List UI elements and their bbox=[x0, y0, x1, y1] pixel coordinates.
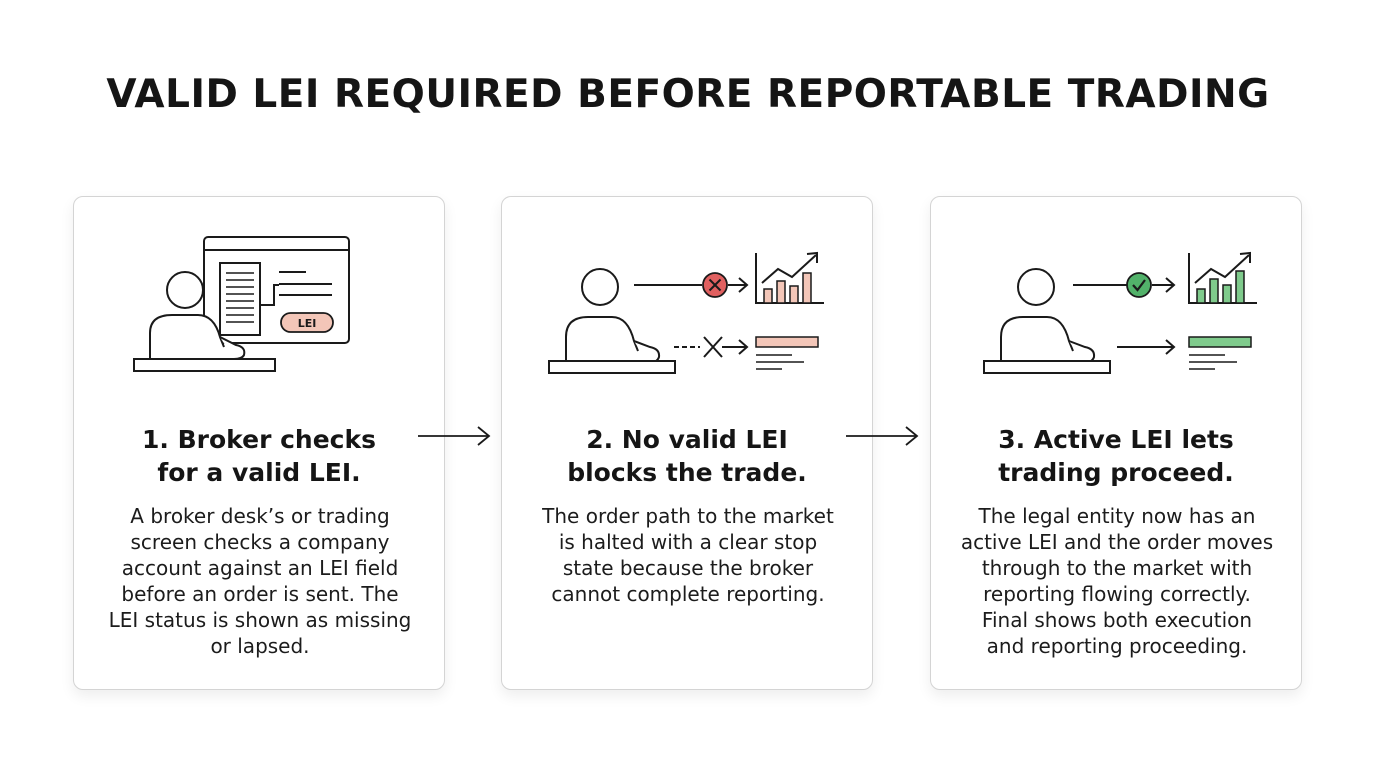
check-circle-icon bbox=[1126, 272, 1152, 298]
step-card-2: 2. No valid LEI blocks the trade. The or… bbox=[501, 196, 873, 690]
desk-icon bbox=[548, 360, 676, 374]
step-3-description: The legal entity now has an active LEI a… bbox=[960, 504, 1274, 658]
lei-badge-icon: LEI bbox=[280, 312, 334, 333]
page-title: VALID LEI REQUIRED BEFORE REPORTABLE TRA… bbox=[106, 72, 1270, 117]
person-icon bbox=[1000, 268, 1096, 364]
bar-chart-icon bbox=[755, 251, 824, 304]
bar-chart-icon bbox=[1188, 251, 1257, 304]
desk-icon bbox=[133, 358, 276, 372]
error-circle-icon bbox=[702, 272, 728, 298]
arrow-right-icon bbox=[1117, 339, 1176, 355]
desk-icon bbox=[983, 360, 1111, 374]
flow-arrow-icon bbox=[418, 426, 491, 446]
flow-arrow-icon bbox=[846, 426, 919, 446]
blocked-arrow-icon bbox=[674, 336, 749, 358]
trading-proceeds-illustration bbox=[983, 251, 1257, 374]
report-lines-icon bbox=[1188, 336, 1252, 370]
step-card-3: 3. Active LEI lets trading proceed. The … bbox=[930, 196, 1302, 690]
step-1-description: A broker desk’s or trading screen checks… bbox=[108, 504, 412, 658]
step-1-title: 1. Broker checks for a valid LEI. bbox=[142, 425, 376, 487]
broker-check-illustration: LEI bbox=[133, 236, 350, 372]
blocked-trade-illustration bbox=[548, 251, 824, 374]
step-3-title: 3. Active LEI lets trading proceed. bbox=[998, 425, 1234, 487]
person-icon bbox=[565, 268, 661, 364]
lei-badge-label: LEI bbox=[298, 317, 317, 330]
person-icon bbox=[149, 271, 246, 360]
step-card-1: LEI 1. Broker checks for a valid LEI. A … bbox=[73, 196, 445, 690]
document-icon bbox=[219, 262, 261, 336]
report-lines-icon bbox=[755, 336, 819, 370]
step-2-description: The order path to the market is halted w… bbox=[542, 504, 834, 606]
step-2-title: 2. No valid LEI blocks the trade. bbox=[567, 425, 807, 487]
